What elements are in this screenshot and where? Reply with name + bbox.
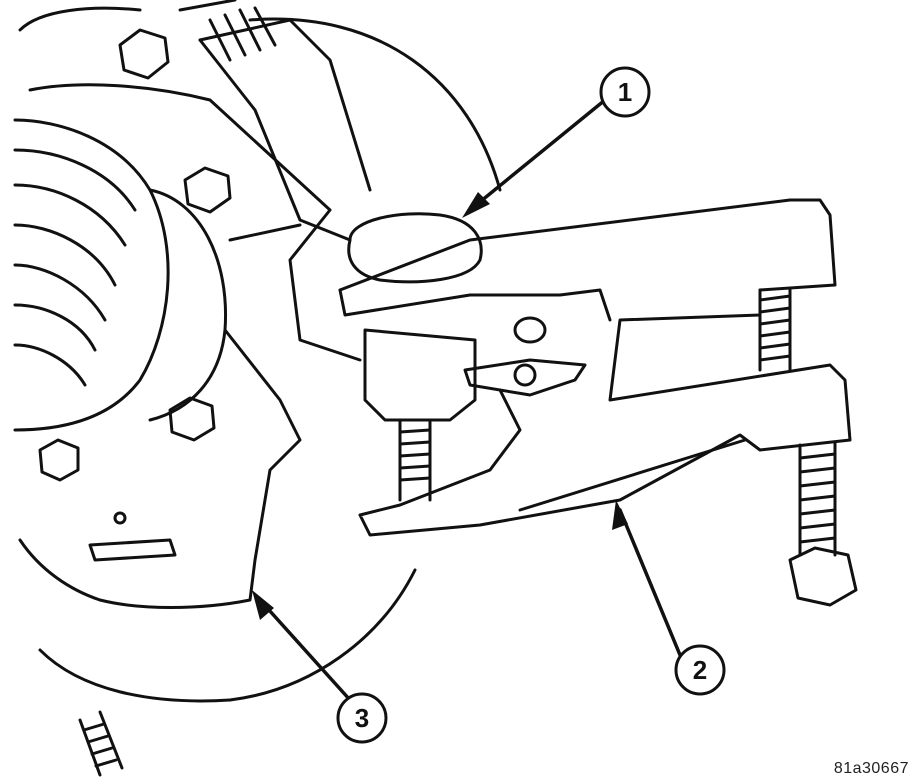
arrowhead-1	[462, 192, 490, 218]
ball-joint-separator-tool	[338, 198, 858, 607]
leader-arrows	[258, 98, 682, 702]
arrowhead-2	[612, 500, 628, 530]
arrow-2	[618, 508, 682, 657]
callout-2: 2	[674, 644, 726, 696]
brake-rotor	[18, 6, 502, 703]
tie-rod	[178, 0, 483, 284]
cv-boot	[13, 118, 228, 432]
callout-2-label: 2	[693, 655, 707, 685]
arrow-1	[468, 98, 607, 212]
figure-id: 81a30667	[833, 760, 909, 777]
wheel-stud	[78, 710, 124, 777]
callout-3: 3	[336, 692, 388, 744]
arrowhead-3	[252, 590, 274, 620]
callout-1: 1	[599, 66, 651, 118]
callout-1-label: 1	[618, 77, 632, 107]
arrow-3	[258, 598, 352, 702]
callout-3-label: 3	[355, 703, 369, 733]
knuckle-bolts	[38, 28, 232, 525]
steering-knuckle	[18, 83, 362, 609]
